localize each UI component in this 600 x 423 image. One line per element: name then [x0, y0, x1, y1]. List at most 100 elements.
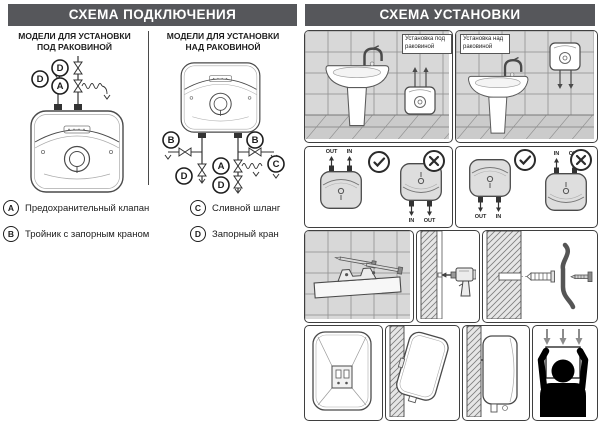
heater-back-diagram [312, 331, 372, 411]
heater-back-panel [304, 325, 383, 421]
cross-icon [422, 149, 446, 173]
person-lifting-diagram [537, 329, 589, 417]
safety-valve-symbol [73, 79, 83, 93]
water-heater-front [30, 110, 124, 193]
connection-header: СХЕМА ПОДКЛЮЧЕНИЯ [8, 4, 297, 26]
svg-text:D: D [218, 180, 225, 191]
bracket-mounting-diagram [305, 231, 410, 319]
shutoff-valve-symbol [197, 163, 207, 177]
legend-label-b: Тройник с запорным краном [25, 228, 150, 240]
down-arrow-icon [575, 329, 583, 345]
scene-label-above-sink: Установка над раковиной [460, 34, 510, 54]
svg-text:A: A [218, 161, 225, 172]
tee-valve-symbol [178, 147, 192, 157]
anchor-diagram [486, 231, 593, 319]
heater-correct-orientation: OUT IN [320, 149, 362, 209]
water-heater [549, 42, 581, 71]
svg-text:IN: IN [409, 218, 415, 224]
legend-key-c: C [190, 200, 206, 216]
bathroom-scene-under-sink [305, 31, 449, 139]
legend-item-c: C Сливной шланг [190, 200, 280, 216]
shutoff-valve-symbol [73, 61, 83, 75]
checkmark-icon [513, 148, 537, 172]
callout-D: D [212, 176, 230, 194]
down-arrow-icon [557, 84, 563, 89]
up-arrow-icon [423, 67, 429, 72]
svg-text:OUT: OUT [326, 149, 338, 155]
svg-text:B: B [168, 135, 175, 146]
anchor-panel [482, 230, 598, 323]
installation-section: СХЕМА УСТАНОВКИ [300, 0, 600, 423]
lift-panel [532, 325, 598, 421]
wall-section [466, 326, 482, 417]
screw-icon [360, 262, 404, 275]
callout-B: B [162, 131, 180, 149]
above-sink-model-heading: МОДЕЛИ ДЛЯ УСТАНОВКИ НАД РАКОВИНОЙ [166, 31, 280, 52]
legend-key-d: D [190, 226, 206, 242]
svg-text:D: D [57, 63, 64, 74]
legend-item-b: B Тройник с запорным краном [3, 226, 149, 242]
svg-text:OUT: OUT [424, 218, 436, 224]
tee-valve-symbol [248, 147, 262, 157]
orientation-under-sink-panel: OUT IN IN OUT [304, 146, 453, 228]
svg-text:IN: IN [347, 149, 353, 155]
drain-hose-symbol [81, 83, 103, 89]
bracket-panel [304, 230, 414, 323]
legend-label-a: Предохранительный клапан [25, 202, 150, 214]
under-sink-model-heading: МОДЕЛИ ДЛЯ УСТАНОВКИ ПОД РАКОВИНОЙ [18, 31, 131, 52]
column-divider [148, 31, 149, 185]
hang-heater-diagram [389, 326, 449, 417]
mounted-heater-diagram [466, 326, 518, 417]
up-arrow-icon [412, 67, 418, 72]
callout-A: A [51, 77, 69, 95]
under-sink-connection-diagram: D D A [30, 56, 124, 193]
scene-label-under-sink: Установка под раковиной [402, 34, 452, 54]
heater-side-view [482, 335, 518, 413]
svg-text:B: B [252, 135, 259, 146]
legend-label-c: Сливной шланг [212, 202, 281, 214]
cross-icon [569, 148, 593, 172]
person-lifting-icon [537, 347, 589, 417]
heater-correct-orientation: OUT IN [469, 159, 511, 220]
scene-under-sink-panel: Установка под раковиной [304, 30, 453, 143]
shutoff-valve-symbol [233, 175, 243, 189]
legend-key-a: A [3, 200, 19, 216]
wall-section [420, 231, 438, 319]
down-arrow-icon [559, 329, 567, 345]
checkmark-icon [367, 150, 391, 174]
water-heater [404, 86, 436, 115]
svg-text:IN: IN [554, 151, 560, 157]
drilling-diagram [420, 231, 476, 319]
installation-header: СХЕМА УСТАНОВКИ [305, 4, 595, 26]
callout-D: D [31, 70, 49, 88]
legend-label-d: Запорный кран [212, 228, 279, 240]
wall-anchor-icon [526, 270, 555, 283]
svg-text:IN: IN [496, 214, 502, 220]
svg-text:D: D [37, 74, 44, 85]
drill-icon [444, 267, 476, 297]
down-arrow-icon [568, 84, 574, 89]
down-arrow-icon [543, 329, 551, 345]
mounting-bracket-icon [313, 256, 404, 299]
water-heater-front [180, 62, 261, 133]
tilted-heater [396, 331, 449, 404]
legend-item-d: D Запорный кран [190, 226, 279, 242]
mounted-panel [462, 325, 530, 421]
svg-text:A: A [57, 81, 64, 92]
hang-panel [385, 325, 460, 421]
drill-panel [416, 230, 480, 323]
screw-icon [570, 271, 593, 283]
callout-D: D [51, 59, 69, 77]
scene-above-sink-panel: Установка над раковиной [455, 30, 598, 143]
orientation-under-sink-diagram: OUT IN IN OUT [320, 149, 446, 224]
svg-text:D: D [181, 171, 188, 182]
orientation-above-sink-diagram: OUT IN IN OUT [469, 148, 593, 220]
safety-valve-symbol [233, 159, 243, 173]
connection-section: СХЕМА ПОДКЛЮЧЕНИЯ МОДЕЛИ ДЛЯ УСТАНОВКИ П… [3, 4, 297, 242]
svg-text:OUT: OUT [475, 214, 487, 220]
back-bracket-icon [331, 365, 353, 389]
hook-plate-icon [560, 242, 576, 310]
drain-hose-symbol [241, 163, 263, 169]
callout-D: D [175, 167, 193, 185]
